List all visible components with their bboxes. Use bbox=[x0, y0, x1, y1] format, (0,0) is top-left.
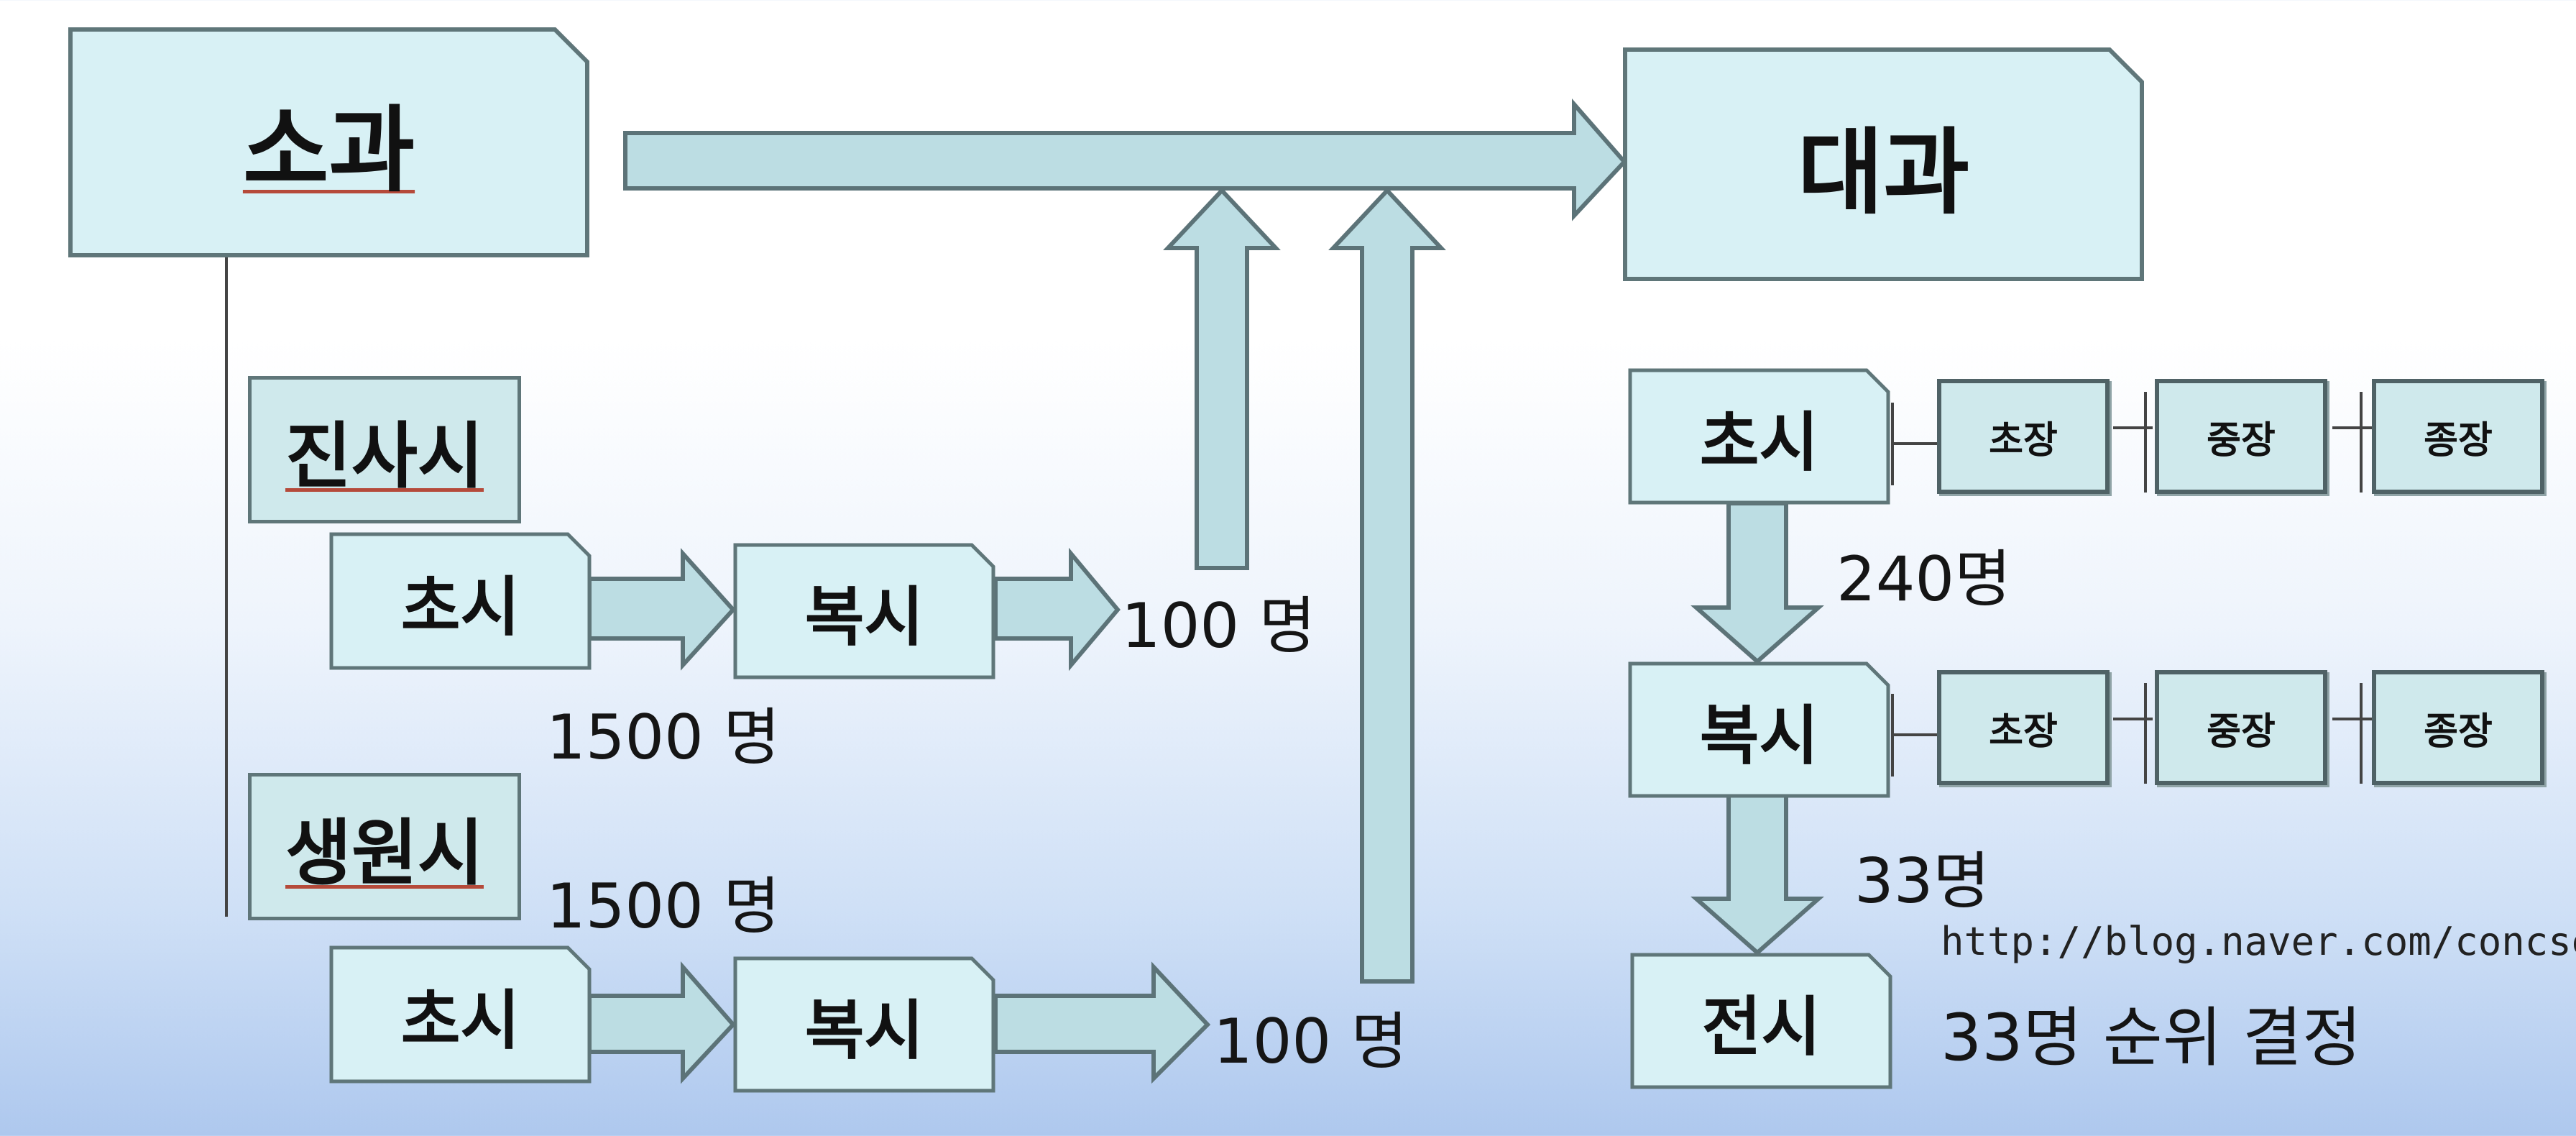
daegwa-boksi-label: 복시 bbox=[1699, 698, 1819, 774]
jinsasi-boksi-label: 복시 bbox=[804, 580, 924, 655]
jinsasi-chosi-box: 초시 bbox=[329, 532, 592, 670]
daegwa-chosi-quota: 240명 bbox=[1836, 544, 2012, 615]
daegwa-jeonsi-label: 전시 bbox=[1701, 989, 1821, 1065]
saengwonsi-chosi-label: 초시 bbox=[400, 983, 520, 1058]
saengwonsi-chosi-quota: 1500 명 bbox=[546, 871, 781, 943]
sogwa-title: 소과 bbox=[242, 96, 415, 205]
arrow-daegwa-boksi-to-jeonsi bbox=[1690, 792, 1824, 956]
arrow-jinsasi-chosi-to-boksi bbox=[587, 548, 737, 671]
daegwa-chosi-venue-3: 종장 bbox=[2372, 379, 2544, 494]
arrow-sogwa-to-daegwa bbox=[623, 99, 1628, 221]
daegwa-box: 대과 bbox=[1623, 47, 2144, 281]
daegwa-jeonsi-box: 전시 bbox=[1630, 953, 1892, 1089]
arrow-saengwonsi-to-daegwa bbox=[1328, 187, 1446, 984]
jinsasi-title: 진사시 bbox=[285, 414, 484, 498]
jinsasi-chosi-quota: 1500 명 bbox=[546, 702, 781, 774]
daegwa-jeonsi-note: 33명 순위 결정 bbox=[1941, 1000, 2362, 1076]
arrow-jinsasi-to-daegwa bbox=[1163, 187, 1281, 570]
saengwonsi-boksi-box: 복시 bbox=[733, 956, 995, 1093]
saengwonsi-title: 생원시 bbox=[285, 811, 484, 895]
saengwonsi-chosi-box: 초시 bbox=[329, 945, 592, 1084]
daegwa-boksi-venue-2: 중장 bbox=[2155, 670, 2327, 785]
daegwa-chosi-label: 초시 bbox=[1699, 405, 1819, 480]
watermark-url: http://blog.naver.com/concse/ bbox=[1941, 919, 2576, 964]
daegwa-title: 대과 bbox=[1797, 117, 1970, 227]
daegwa-boksi-venue-1: 초장 bbox=[1937, 670, 2110, 785]
arrow-saengwonsi-boksi-to-pass bbox=[993, 961, 1211, 1084]
daegwa-chosi-box: 초시 bbox=[1628, 368, 1890, 505]
saengwonsi-pass-quota: 100 명 bbox=[1213, 1006, 1408, 1078]
jinsasi-boksi-box: 복시 bbox=[733, 543, 995, 679]
saengwonsi-boksi-label: 복시 bbox=[804, 993, 924, 1068]
sogwa-box: 소과 bbox=[68, 27, 589, 257]
daegwa-boksi-venue-3: 종장 bbox=[2372, 670, 2544, 785]
arrow-saengwonsi-chosi-to-boksi bbox=[587, 961, 737, 1084]
jinsasi-title-box: 진사시 bbox=[248, 376, 521, 523]
arrow-jinsasi-boksi-to-pass bbox=[993, 547, 1121, 672]
daegwa-boksi-box: 복시 bbox=[1628, 661, 1890, 798]
daegwa-boksi-quota: 33명 bbox=[1854, 846, 1990, 917]
jinsasi-chosi-label: 초시 bbox=[400, 569, 520, 645]
saengwonsi-title-box: 생원시 bbox=[248, 773, 521, 920]
daegwa-chosi-venue-2: 중장 bbox=[2155, 379, 2327, 494]
jinsasi-pass-quota: 100 명 bbox=[1121, 590, 1316, 662]
daegwa-chosi-venue-1: 초장 bbox=[1937, 379, 2110, 494]
arrow-daegwa-chosi-to-boksi bbox=[1690, 501, 1824, 665]
